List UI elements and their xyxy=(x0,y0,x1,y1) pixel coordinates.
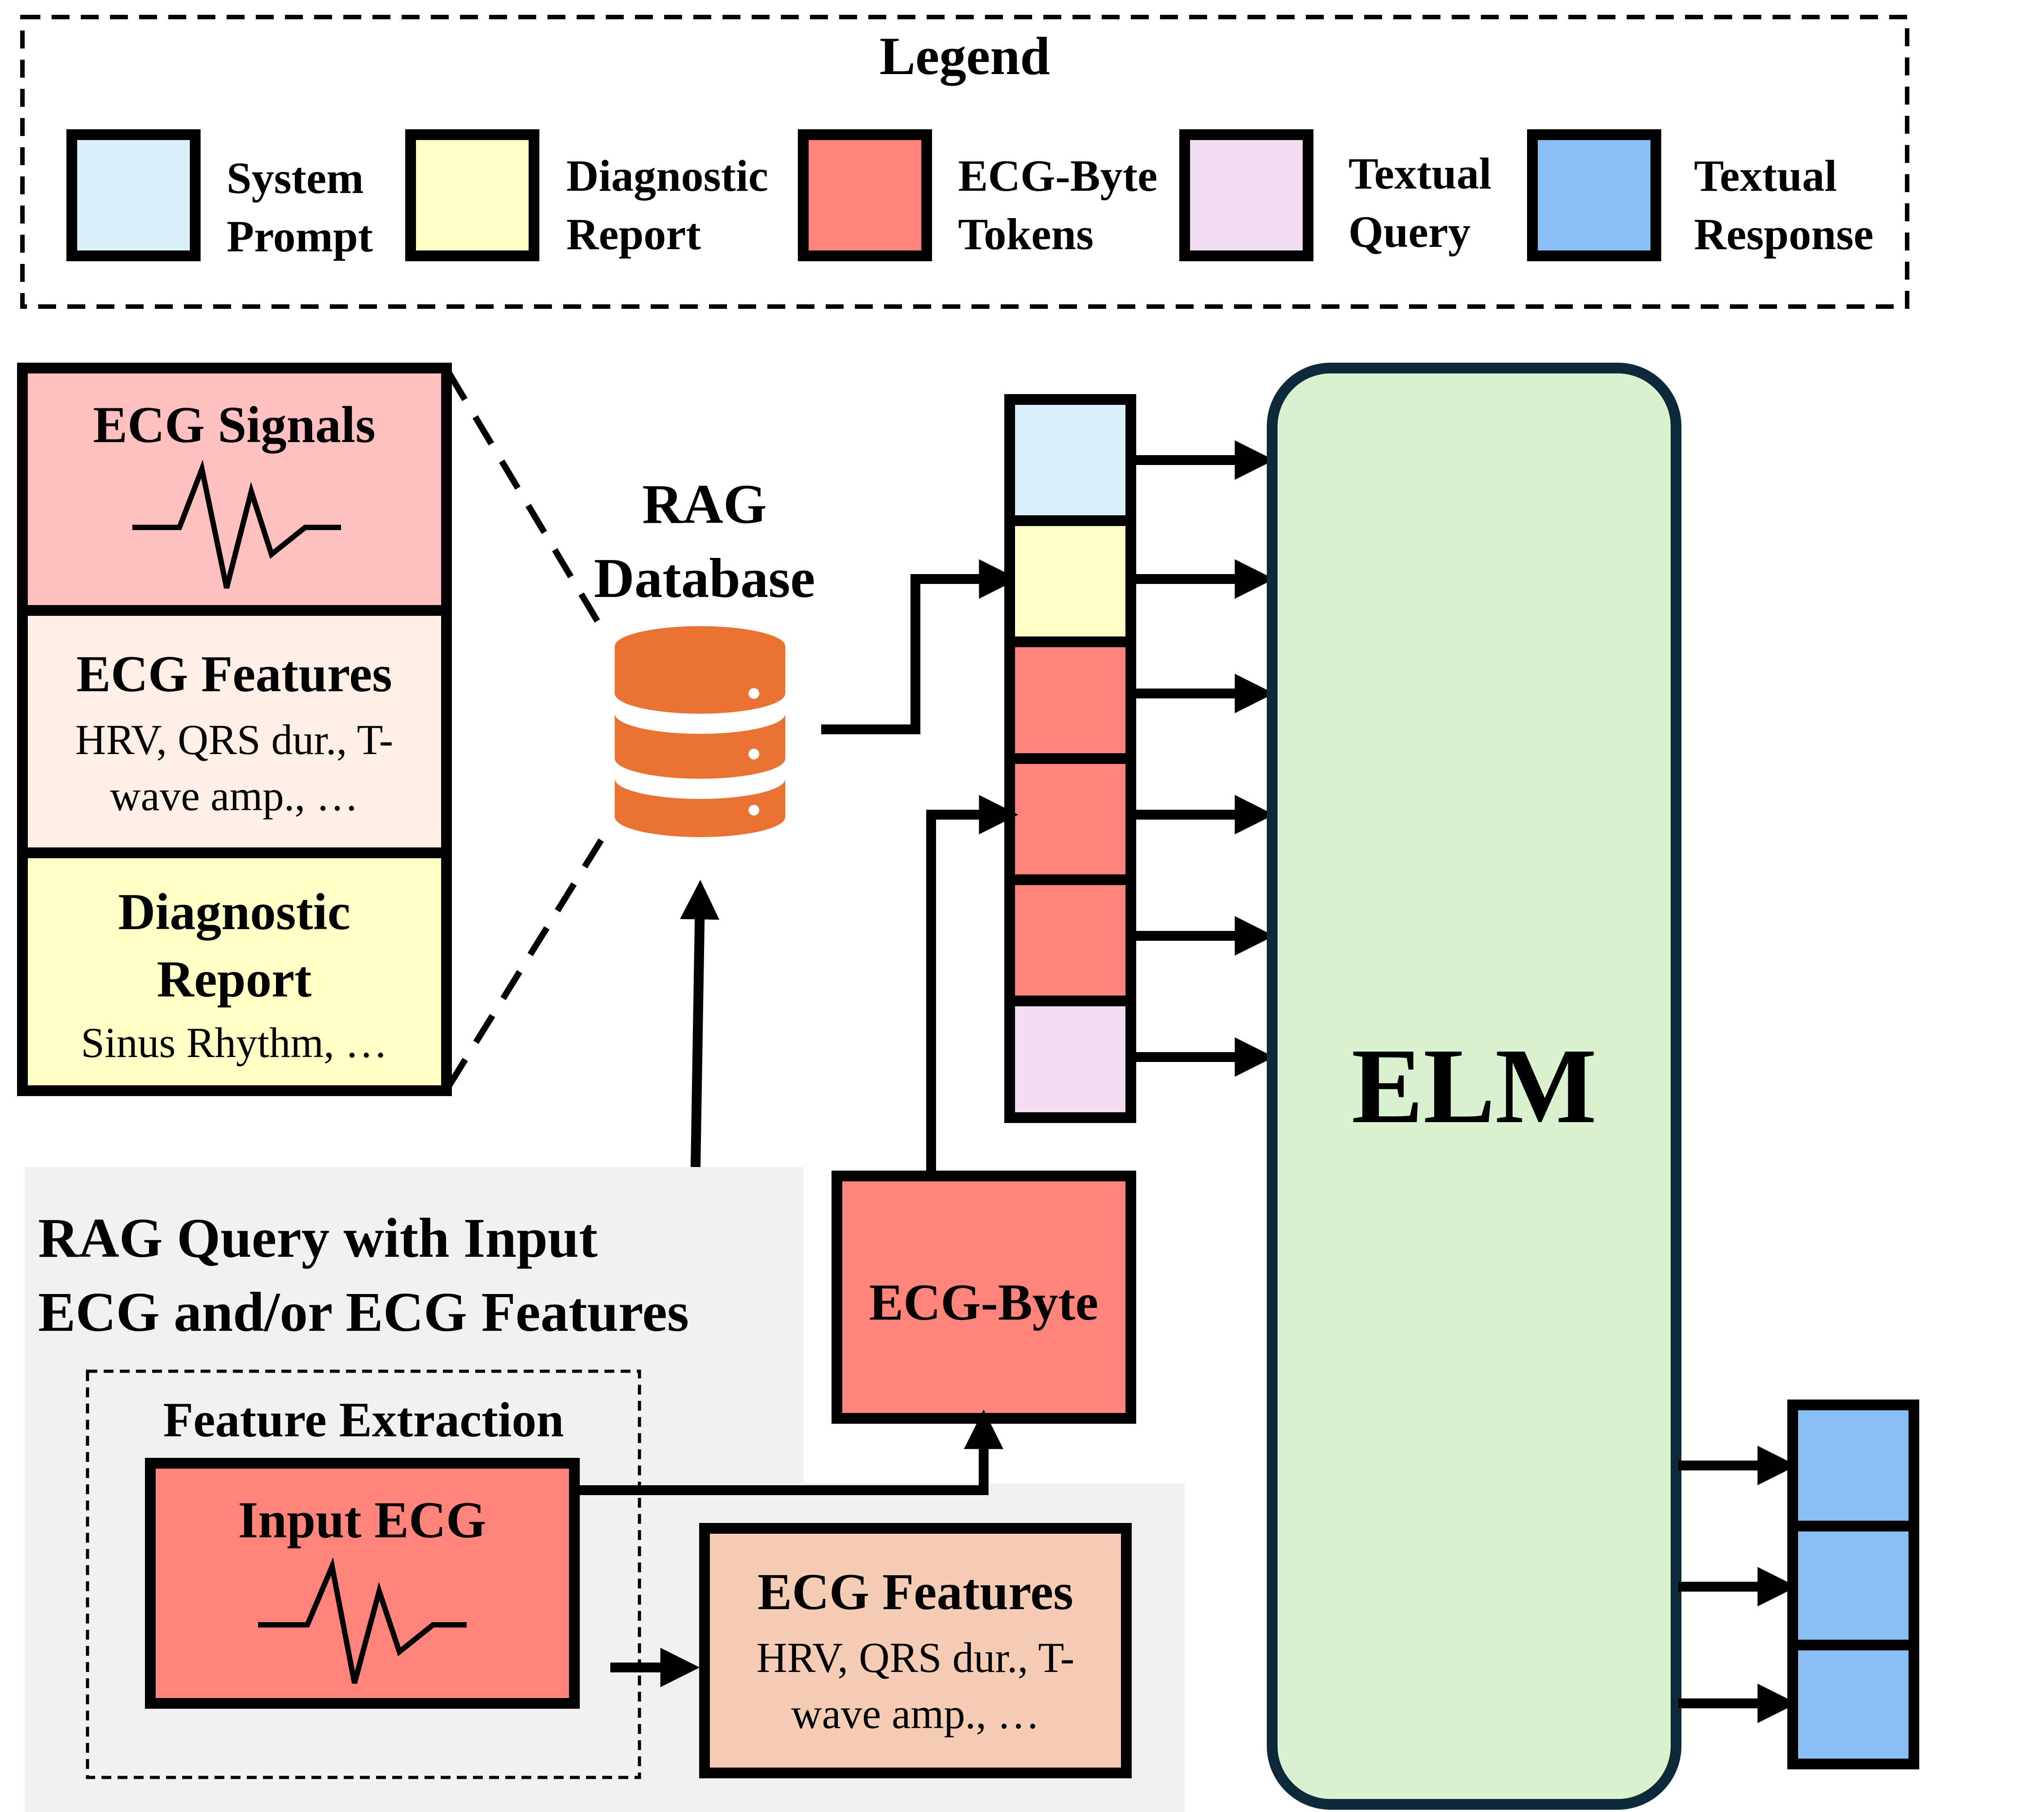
diagnostic-report-title-line1: Diagnostic xyxy=(118,883,350,940)
query-panel: RAG Query with Input ECG and/or ECG Feat… xyxy=(38,1207,689,1779)
legend-swatch-textual-response xyxy=(1527,129,1661,261)
legend-label-system: System xyxy=(227,153,364,203)
response-token-2 xyxy=(1787,1521,1919,1650)
ecg-features-title: ECG Features xyxy=(76,645,392,702)
legend-label-ecg-byte: ECG-Byte xyxy=(958,151,1157,201)
rag-label-line2: Database xyxy=(594,548,815,610)
ecg-features-line1: HRV, QRS dur., T- xyxy=(75,716,394,763)
query-title-line1: RAG Query with Input xyxy=(38,1207,598,1269)
input-ecg-label: Input ECG xyxy=(238,1492,486,1549)
extracted-features-box xyxy=(699,1523,1132,1778)
extracted-features-title: ECG Features xyxy=(757,1563,1073,1620)
query-title-line2: ECG and/or ECG Features xyxy=(38,1281,689,1343)
legend-swatch-textual-query xyxy=(1179,129,1313,261)
legend-border xyxy=(20,15,1909,309)
legend: Legend System Prompt Diagnostic Report E… xyxy=(20,15,1909,309)
arrow-input-ecg-to-ecg-byte xyxy=(577,1409,1003,1495)
legend-label-textual-r: Textual xyxy=(1694,151,1837,201)
rag-label-line1: RAG xyxy=(642,474,767,535)
response-token-3 xyxy=(1787,1640,1919,1769)
legend-label-tokens: Tokens xyxy=(958,209,1094,259)
rag-database: RAG Database xyxy=(594,474,815,837)
legend-label-diagnostic: Diagnostic xyxy=(566,151,768,201)
feature-extraction-label: Feature Extraction xyxy=(163,1392,564,1447)
elm-box xyxy=(1267,363,1681,1810)
elm-model: ELM xyxy=(1267,363,1681,1810)
legend-swatch-system-prompt xyxy=(66,129,201,261)
extracted-features: ECG Features HRV, QRS dur., T- wave amp.… xyxy=(699,1523,1132,1778)
svg-text:Response: Response xyxy=(1694,209,1873,259)
legend-item-textual-query: Textual Query xyxy=(1179,129,1492,261)
extracted-features-line1: HRV, QRS dur., T- xyxy=(757,1634,1075,1681)
legend-label-textual-q: Textual xyxy=(1348,149,1492,198)
legend-label-report: Report xyxy=(566,209,701,259)
ecg-signals-title: ECG Signals xyxy=(93,396,376,453)
token-sequence xyxy=(1004,394,1136,1123)
svg-text:Tokens: Tokens xyxy=(958,209,1094,259)
ecg-waveform-icon xyxy=(132,459,341,589)
svg-text:Query: Query xyxy=(1348,207,1471,257)
zoom-line-bottom xyxy=(446,831,608,1088)
token-diagnostic-report xyxy=(1004,515,1136,647)
legend-item-system-prompt: System Prompt xyxy=(66,129,373,261)
legend-label-response: Response xyxy=(1694,209,1873,259)
ecg-byte-label: ECG-Byte xyxy=(869,1274,1098,1331)
arrow-query-to-database xyxy=(680,880,720,1167)
diagnostic-report-box xyxy=(17,847,452,1096)
legend-label-query: Query xyxy=(1348,207,1471,257)
token-ecg-byte-2 xyxy=(1004,753,1136,885)
legend-label-prompt: Prompt xyxy=(227,211,373,261)
database-stack: ECG Signals ECG Features HRV, QRS dur., … xyxy=(17,363,452,1096)
extracted-features-line2: wave amp., … xyxy=(791,1690,1040,1737)
arrow-ecg-byte-to-tokens xyxy=(926,795,1019,1171)
svg-text:Diagnostic: Diagnostic xyxy=(566,151,768,201)
ecg-byte-tokenizer: ECG-Byte xyxy=(832,1171,1136,1424)
legend-swatch-ecg-byte-tokens xyxy=(798,129,932,261)
token-ecg-byte-3 xyxy=(1004,874,1136,1006)
token-textual-query xyxy=(1004,996,1136,1123)
zoom-line-top xyxy=(446,371,609,637)
svg-text:Prompt: Prompt xyxy=(227,211,373,261)
legend-swatch-diagnostic-report xyxy=(405,129,539,261)
svg-text:Report: Report xyxy=(566,209,701,259)
svg-text:System: System xyxy=(227,153,364,203)
arrow-database-to-report-token xyxy=(821,559,1019,734)
legend-item-textual-response: Textual Response xyxy=(1527,129,1873,261)
svg-text:ECG-Byte: ECG-Byte xyxy=(958,151,1157,201)
token-ecg-byte-1 xyxy=(1004,636,1136,764)
diagnostic-report-title-line2: Report xyxy=(157,951,312,1008)
ecg-features-line2: wave amp., … xyxy=(110,772,359,820)
diagnostic-report-text: Sinus Rhythm, … xyxy=(81,1019,388,1066)
elm-to-response-arrows xyxy=(1678,1446,1797,1723)
feature-extraction-border xyxy=(86,1369,641,1779)
legend-item-ecg-byte-tokens: ECG-Byte Tokens xyxy=(798,129,1157,261)
svg-text:Textual: Textual xyxy=(1694,151,1837,201)
token-system-prompt xyxy=(1004,394,1136,526)
legend-title: Legend xyxy=(880,26,1050,86)
database-icon xyxy=(615,626,785,837)
elm-label: ELM xyxy=(1352,1026,1597,1145)
response-token-1 xyxy=(1787,1400,1919,1531)
token-to-elm-arrows xyxy=(1135,440,1274,1077)
response-tokens xyxy=(1787,1400,1919,1769)
legend-item-diagnostic-report: Diagnostic Report xyxy=(405,129,768,261)
svg-text:Textual: Textual xyxy=(1348,149,1492,198)
input-ecg-waveform-icon xyxy=(258,1557,467,1684)
